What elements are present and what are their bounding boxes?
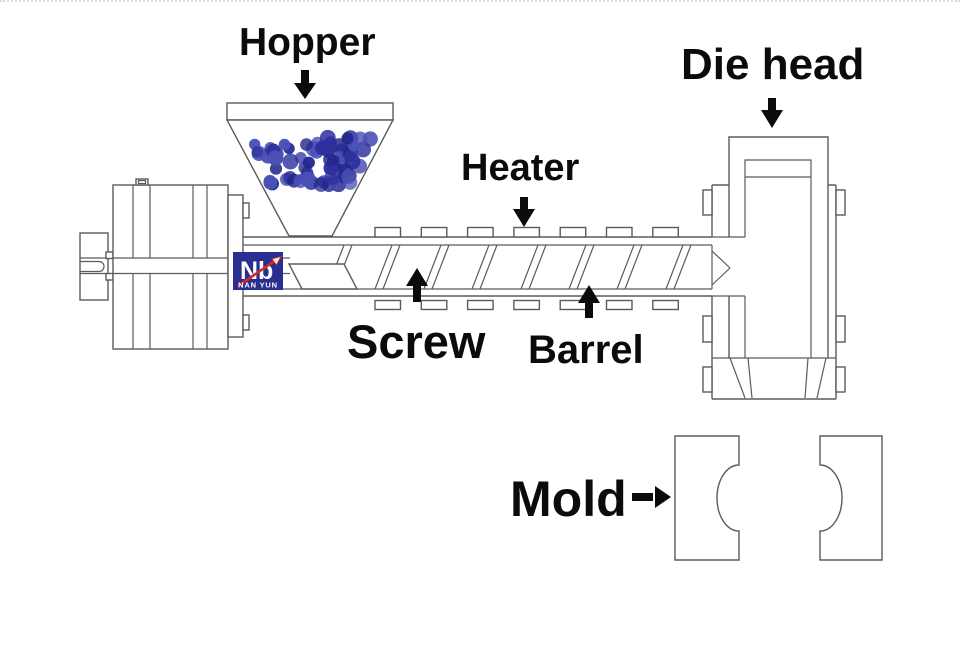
mold-shape [674, 435, 883, 561]
logo-pencil-icon [237, 258, 277, 288]
screw-flights [326, 244, 692, 290]
hopper-arrow-icon [294, 70, 316, 99]
logo-pencil-tip [271, 255, 282, 266]
label-hopper: Hopper [239, 21, 376, 64]
feed-pocket [287, 263, 359, 290]
label-heater: Heater [461, 147, 580, 189]
die-head-arrow-icon [761, 98, 783, 128]
screw-arrow-icon [406, 268, 428, 302]
annotation-arrows [294, 70, 783, 508]
die-head-shape [702, 136, 846, 400]
hopper-shape [225, 102, 395, 237]
mold-left-half [674, 435, 740, 561]
heater-blocks-top [374, 226, 679, 238]
logo-brand-text: NAN YUN [238, 281, 278, 290]
mold-arrow-icon [632, 486, 671, 508]
heater-arrow-icon [513, 197, 535, 227]
label-screw: Screw [347, 315, 486, 368]
heater-blocks-bottom [374, 299, 679, 311]
page-top-dotted-border [0, 0, 960, 2]
label-barrel: Barrel [528, 328, 644, 372]
label-die-head: Die head [681, 40, 865, 89]
label-mold: Mold [510, 471, 627, 527]
gearbox-assembly [79, 178, 250, 350]
plastic-pellets [249, 129, 378, 193]
mold-right-half [819, 435, 883, 561]
barrel-arrow-icon [578, 285, 600, 318]
brand-logo: Nb NAN YUN [233, 252, 283, 290]
screw-tip [711, 245, 731, 289]
